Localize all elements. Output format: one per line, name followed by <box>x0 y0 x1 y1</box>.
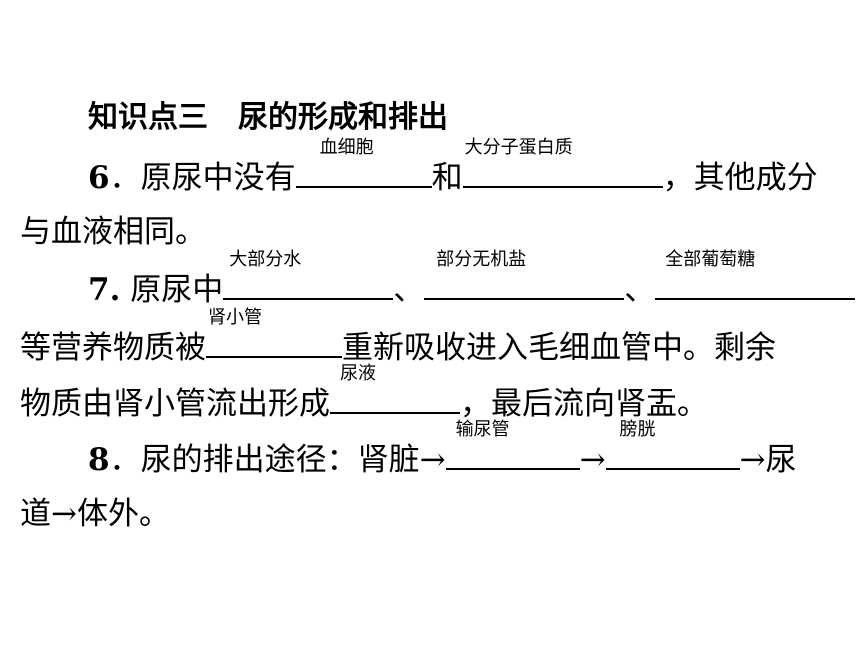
question-text: 和 <box>431 160 463 196</box>
answer-text: 尿液 <box>340 363 376 384</box>
separator: 、 <box>624 272 656 308</box>
question-7-line-2: 等营养物质被肾小管重新吸收进入毛细血管中。剩余 <box>20 308 776 368</box>
answer-blank[interactable]: 大部分水 <box>223 250 394 300</box>
question-text: 等营养物质被 <box>20 330 206 366</box>
answer-text: 大分子蛋白质 <box>464 137 573 158</box>
answer-blank[interactable]: 肾小管 <box>206 308 342 358</box>
separator: 、 <box>393 272 425 308</box>
question-8-continued: 道→体外。 <box>20 496 170 532</box>
answer-text: 输尿管 <box>455 419 510 440</box>
answer-blank[interactable]: 血细胞 <box>295 138 432 188</box>
answer-text: 血细胞 <box>319 137 374 158</box>
question-text: 物质由肾小管流出形成 <box>20 386 330 422</box>
question-8: 8．尿的排出途径：肾脏→ 输尿管 → 膀胱 →尿 <box>88 420 797 480</box>
question-number: 8 <box>88 442 110 478</box>
separator: ． <box>109 442 141 478</box>
answer-blank[interactable]: 膀胱 <box>605 420 740 470</box>
arrow-separator: → <box>579 442 606 478</box>
separator: ． <box>109 160 141 196</box>
question-text: ，最后流向肾盂。 <box>460 386 708 422</box>
question-text: →尿 <box>739 442 797 478</box>
answer-blank[interactable]: 输尿管 <box>445 420 580 470</box>
question-6: 6．原尿中没有 血细胞和大分子蛋白质 ，其他成分 <box>88 138 818 198</box>
question-text: 原尿中没有 <box>140 160 296 196</box>
question-text: 尿的排出途径：肾脏→ <box>140 442 446 478</box>
question-number: 6 <box>88 160 110 196</box>
question-number: 7. <box>88 272 121 308</box>
answer-text: 部分无机盐 <box>436 249 527 270</box>
question-text: 原尿中 <box>120 272 224 308</box>
question-text: 重新吸收进入毛细血管中。剩余 <box>342 330 776 366</box>
answer-blank[interactable]: 部分无机盐 <box>424 250 625 300</box>
question-7-line-3: 物质由肾小管流出形成尿液 ，最后流向肾盂。 <box>20 364 708 424</box>
answer-blank[interactable]: 全部葡萄糖 <box>655 250 856 300</box>
answer-text: 膀胱 <box>619 419 656 440</box>
answer-text: 肾小管 <box>208 307 262 328</box>
section-title: 知识点三 尿的形成和排出 <box>88 100 448 135</box>
answer-blank[interactable]: 尿液 <box>330 364 460 414</box>
answer-blank[interactable]: 大分子蛋白质 <box>462 138 663 188</box>
question-text: ，其他成分 <box>662 160 818 196</box>
question-6-continued: 与血液相同。 <box>20 214 206 250</box>
answer-text: 大部分水 <box>229 249 302 270</box>
question-7: 7. 原尿中大部分水、部分无机盐、全部葡萄糖 <box>88 250 856 310</box>
answer-text: 全部葡萄糖 <box>665 249 756 270</box>
